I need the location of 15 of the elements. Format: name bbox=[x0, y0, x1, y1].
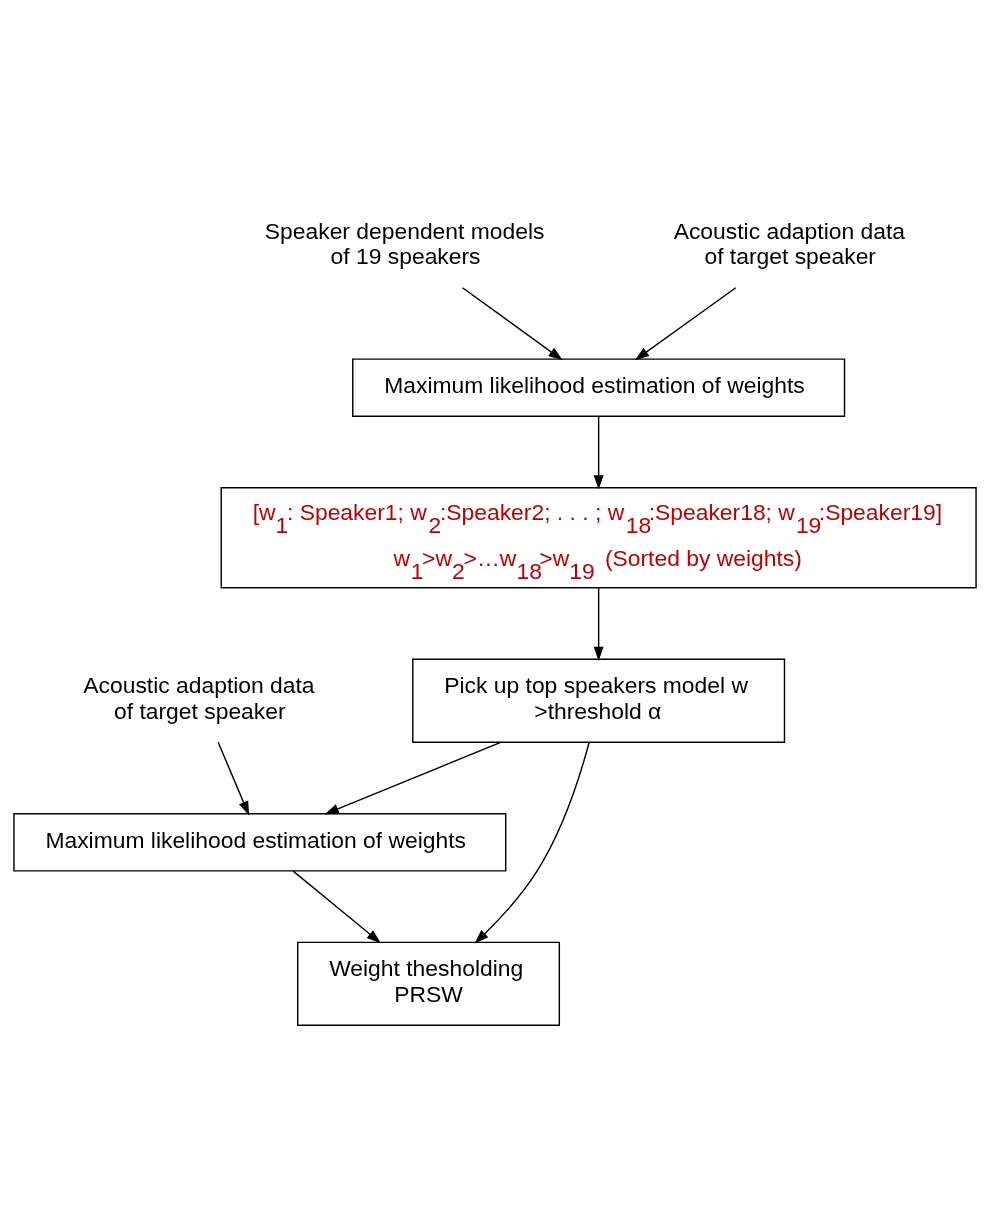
arrow bbox=[593, 416, 604, 490]
node-text: Acoustic adaption data of target speaker bbox=[83, 672, 315, 725]
node-text: Acoustic adaption data of target speaker bbox=[673, 217, 905, 270]
arrow bbox=[461, 287, 563, 361]
node-box: Maximum likelihood estimation of weights bbox=[352, 358, 846, 417]
node-text: Speaker dependent models of 19 speakers bbox=[264, 217, 545, 270]
arrow bbox=[593, 587, 604, 661]
arrow bbox=[217, 741, 250, 816]
node-box: Pick up top speakers model w >threshold α bbox=[412, 658, 786, 743]
node-box: Maximum likelihood estimation of weights bbox=[13, 813, 507, 872]
arrow bbox=[324, 741, 502, 815]
arrow bbox=[474, 741, 590, 944]
node-box: Weight thesholding PRSW bbox=[297, 941, 561, 1026]
arrow bbox=[292, 870, 381, 944]
arrow bbox=[634, 287, 737, 361]
